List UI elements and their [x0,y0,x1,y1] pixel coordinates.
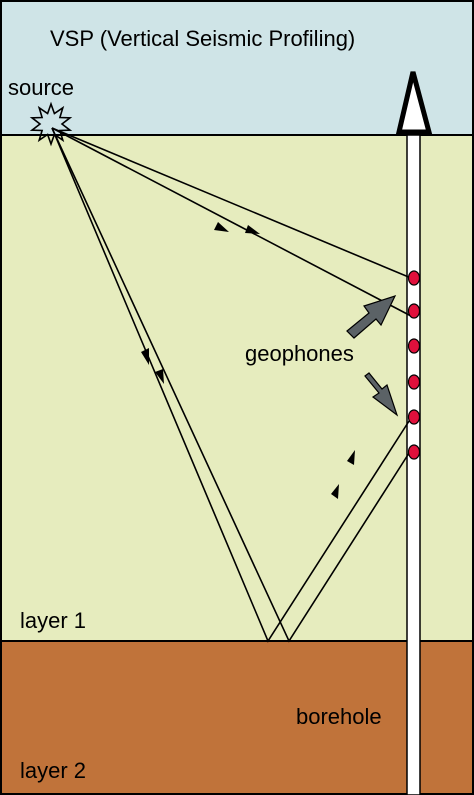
layer-2-label: layer 2 [20,758,86,783]
geophone-marker [407,303,421,319]
geophone-marker [407,374,421,390]
reflected-ray-paths [51,127,412,643]
direct-ray [51,127,412,317]
derrick-triangle-icon [395,71,433,135]
arrowhead [141,348,149,365]
pointer-arrow-down [364,372,399,417]
layer-1-label: layer 1 [20,608,86,633]
reflected-ray [51,127,412,643]
reflected-ray [51,127,412,643]
arrowhead [245,225,260,234]
arrowhead [347,450,355,465]
arrowhead [214,222,229,232]
diagram-title: VSP (Vertical Seismic Profiling) [50,26,355,51]
star-burst-icon [29,101,73,147]
ray-direction-arrows [141,222,355,499]
geophone-marker [407,409,421,425]
borehole-label: borehole [296,704,382,729]
geophones-label: geophones [245,341,354,366]
direct-ray-paths [51,127,412,317]
layer-1-zone [0,134,474,642]
geophone-pointer-arrows [346,294,399,417]
geophone-marker [407,338,421,354]
geophone-marker [407,444,421,460]
geophone-marker [407,270,421,286]
arrowhead [155,369,164,384]
borehole [406,134,421,795]
direct-ray [51,127,412,279]
arrowhead [331,484,339,499]
layer-2-zone [0,640,474,795]
geophone-array [407,270,421,460]
surface-air-zone [0,0,474,136]
source-label: source [8,75,74,100]
pointer-arrow-up [346,294,397,339]
